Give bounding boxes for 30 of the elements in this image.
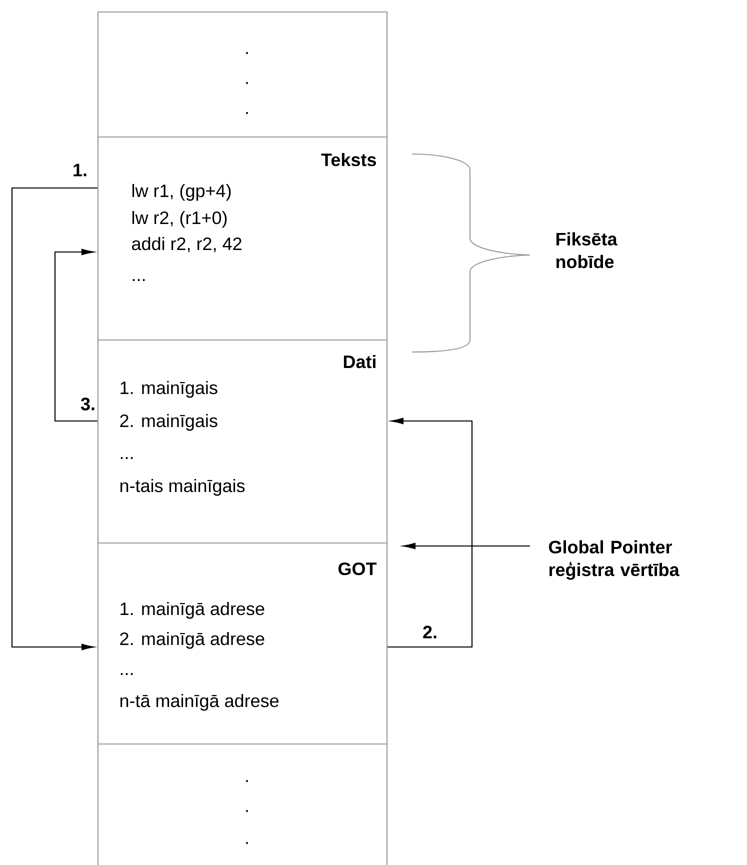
brace-label: Fiksēta nobīde xyxy=(556,232,618,268)
callout-text: Global Pointer reģistra vērtība xyxy=(549,540,680,580)
list-item: 2. mainīgais xyxy=(120,414,218,431)
arrow xyxy=(402,542,530,550)
list-item: ... xyxy=(120,673,133,675)
arrow xyxy=(388,418,473,648)
arrow xyxy=(11,187,98,650)
code-line: lw r2, (r1+0) xyxy=(132,210,227,228)
list-item: ... xyxy=(120,457,133,459)
ellipsis-dot: . xyxy=(246,52,248,54)
ellipsis-dot: . xyxy=(246,842,248,844)
edge-label: 1. xyxy=(74,164,86,176)
section-heading: Dati xyxy=(344,354,376,368)
ellipsis-dot: . xyxy=(246,82,248,84)
section-heading: GOT xyxy=(338,562,377,576)
ellipsis-dot: . xyxy=(246,780,248,782)
code-line: ... xyxy=(132,279,145,281)
list-item: n-tā mainīgā adrese xyxy=(120,694,279,711)
list-item: 2. mainīgā adrese xyxy=(120,632,264,649)
list-item: 1. mainīgā adrese xyxy=(120,602,264,619)
edge-label: 2. xyxy=(423,626,436,638)
code-line: addi r2, r2, 42 xyxy=(132,236,242,252)
list-item: n-tais mainīgais xyxy=(120,478,245,496)
section-heading: Teksts xyxy=(321,152,376,166)
list-item: 1. mainīgais xyxy=(120,380,218,398)
edge-label: 3. xyxy=(80,398,94,410)
arrow xyxy=(54,248,98,422)
ellipsis-dot: . xyxy=(246,112,248,114)
code-line: lw r1, (gp+4) xyxy=(132,184,231,201)
ellipsis-dot: . xyxy=(246,810,248,812)
